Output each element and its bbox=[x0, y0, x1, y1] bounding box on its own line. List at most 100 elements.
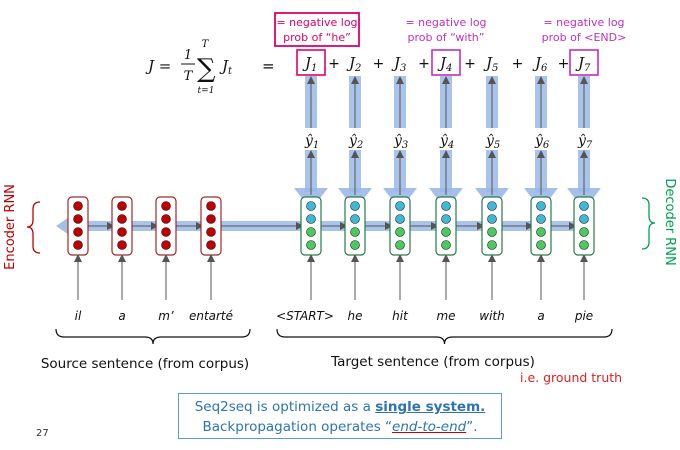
output-label-bg-4 bbox=[435, 128, 461, 150]
ground-truth-note: i.e. ground truth bbox=[520, 370, 622, 385]
decoder-cell-1 bbox=[300, 196, 322, 256]
loss-term-box-7 bbox=[569, 49, 599, 76]
loss-term-3: J3 bbox=[391, 54, 406, 74]
output-subscript: 1 bbox=[313, 140, 319, 151]
equation-fraction-denominator: T bbox=[184, 69, 194, 84]
annotation-box-1 bbox=[274, 12, 360, 47]
target-word-3: hit bbox=[392, 309, 409, 323]
output-prediction-7: ŷ7 bbox=[577, 132, 593, 151]
encoder-cell-1 bbox=[67, 196, 89, 256]
encoder-cell-3-unit bbox=[161, 214, 171, 224]
summary-line2-text: Backpropagation operates “ bbox=[202, 419, 393, 435]
output-prediction-1: ŷ1 bbox=[304, 132, 319, 151]
output-letter: ŷ bbox=[393, 132, 403, 149]
decoder-cell-6-unit bbox=[536, 227, 546, 237]
decoder-cell-2 bbox=[344, 196, 366, 256]
decoder-cell-6-unit bbox=[536, 201, 546, 211]
decoder-cell-6 bbox=[530, 196, 552, 256]
decoder-cell-2-unit bbox=[350, 214, 360, 224]
decoder-cell-2-unit bbox=[350, 227, 360, 237]
end-to-end-highlight: end-to-end bbox=[392, 419, 467, 435]
forward-arrows bbox=[74, 76, 588, 300]
encoder-cell-2-unit bbox=[117, 240, 127, 250]
target-word-7: pie bbox=[574, 309, 593, 323]
output-label-bg-3 bbox=[389, 128, 415, 150]
encoder-rnn-label: Encoder RNN bbox=[3, 184, 18, 270]
source-caption: Source sentence (from corpus) bbox=[41, 356, 249, 372]
loss-term-letter: J bbox=[437, 54, 447, 72]
target-caption: Target sentence (from corpus) bbox=[330, 354, 535, 370]
decoder-cell-3-unit bbox=[395, 214, 405, 224]
loss-term-letter: J bbox=[532, 54, 542, 72]
encoder-cell-3 bbox=[155, 196, 177, 256]
target-word-1: <START> bbox=[276, 309, 334, 323]
output-letter: ŷ bbox=[485, 132, 495, 149]
encoder-cell-2-box bbox=[111, 196, 133, 256]
decoder-cell-7-unit bbox=[579, 201, 589, 211]
equation-term-subscript: t bbox=[228, 66, 233, 77]
plus-sign: + bbox=[418, 56, 430, 72]
output-prediction-2: ŷ2 bbox=[348, 132, 363, 151]
decoder-cell-7-box bbox=[573, 196, 595, 256]
decoder-cell-4-unit bbox=[441, 201, 451, 211]
decoder-cell-6-box bbox=[530, 196, 552, 256]
decoder-cell-2-unit bbox=[350, 240, 360, 250]
loss-term-letter: J bbox=[575, 54, 585, 72]
decoder-cell-1-unit bbox=[306, 201, 316, 211]
equation-fraction-numerator: 1 bbox=[184, 48, 192, 63]
encoder-cell-3-unit bbox=[161, 201, 171, 211]
encoder-cell-1-unit bbox=[73, 214, 83, 224]
sum-upper-limit: T bbox=[202, 39, 210, 50]
output-letter: ŷ bbox=[439, 132, 449, 149]
target-word-6: a bbox=[537, 309, 544, 323]
decoder-cell-4-box bbox=[435, 196, 457, 256]
output-label-bg-7 bbox=[573, 128, 599, 150]
encoder-brace bbox=[26, 201, 41, 254]
loss-term-letter: J bbox=[346, 54, 356, 72]
loss-term-letter: J bbox=[391, 54, 401, 72]
decoder-cell-1-unit bbox=[306, 240, 316, 250]
loss-term-letter: J bbox=[483, 54, 493, 72]
annotation-line1-1: = negative log bbox=[276, 16, 357, 29]
loss-term-1: J1 bbox=[302, 54, 317, 74]
output-subscript: 4 bbox=[447, 140, 454, 151]
encoder-cell-4 bbox=[200, 196, 222, 256]
annotation-line2-2: prob of “with” bbox=[408, 31, 485, 44]
decoder-cell-4-unit bbox=[441, 214, 451, 224]
target-word-2: he bbox=[348, 309, 363, 323]
output-subscript: 2 bbox=[356, 140, 363, 151]
decoder-cell-5-box bbox=[481, 196, 503, 256]
decoder-cell-7 bbox=[573, 196, 595, 256]
encoder-cell-3-box bbox=[155, 196, 177, 256]
output-prediction-6: ŷ6 bbox=[534, 132, 550, 151]
single-system-highlight: single system. bbox=[375, 399, 486, 415]
loss-term-subscript: 5 bbox=[492, 63, 498, 74]
decoder-cell-6-unit bbox=[536, 240, 546, 250]
encoder-cell-4-unit bbox=[206, 214, 216, 224]
decoder-cell-7-unit bbox=[579, 214, 589, 224]
decoder-cell-5-unit bbox=[487, 201, 497, 211]
loss-term-box-1 bbox=[296, 49, 326, 76]
encoder-cell-4-box bbox=[200, 196, 222, 256]
decoder-cell-4-unit bbox=[441, 240, 451, 250]
output-subscript: 7 bbox=[586, 140, 593, 151]
loss-term-subscript: 3 bbox=[400, 63, 406, 74]
output-letter: ŷ bbox=[534, 132, 544, 149]
output-letter: ŷ bbox=[304, 132, 314, 149]
encoder-cell-1-unit bbox=[73, 227, 83, 237]
source-word-4: entarté bbox=[189, 309, 233, 323]
encoder-cell-1-box bbox=[67, 196, 89, 256]
decoder-cell-5-unit bbox=[487, 240, 497, 250]
output-label-bg-5 bbox=[481, 128, 507, 150]
output-prediction-3: ŷ3 bbox=[393, 132, 408, 151]
loss-term-7: J7 bbox=[575, 54, 591, 74]
output-label-bg-1 bbox=[300, 128, 326, 150]
output-prediction-4: ŷ4 bbox=[439, 132, 454, 151]
loss-term-box-4 bbox=[431, 49, 461, 76]
output-prediction-5: ŷ5 bbox=[485, 132, 500, 151]
annotation-line2-3: prob of <END> bbox=[542, 31, 627, 44]
loss-term-4: J4 bbox=[437, 54, 452, 74]
summary-box: Seq2seq is optimized as a single system.… bbox=[178, 393, 502, 439]
source-word-3: m’ bbox=[158, 309, 174, 323]
